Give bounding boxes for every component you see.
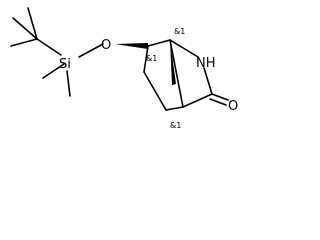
bond-c3-c4-b bbox=[165, 106, 184, 111]
bond-tbu-methyl-3 bbox=[10, 38, 38, 47]
tert-butyl-group bbox=[10, 7, 62, 56]
bond-si-o bbox=[78, 43, 104, 58]
silyl-methyls bbox=[42, 63, 71, 97]
bond-tbu-si bbox=[36, 38, 62, 56]
atom-oxygen-ether: O bbox=[101, 38, 111, 53]
structure-canvas: O Si NH O &1 &1 &1 bbox=[0, 0, 255, 135]
bond-c6-c1 bbox=[147, 39, 171, 47]
bond-c3-c4-a bbox=[182, 93, 213, 108]
atom-oxygen-carbonyl: O bbox=[228, 99, 238, 114]
bond-bridge bbox=[169, 39, 184, 108]
bond-si-methyl-2 bbox=[66, 70, 71, 97]
carbonyl-group bbox=[209, 93, 229, 106]
wedge-bond-o-c bbox=[115, 43, 148, 49]
bond-tbu-methyl-2 bbox=[27, 7, 38, 40]
bond-c5-c4 bbox=[143, 71, 167, 111]
bond-tbu-methyl-1 bbox=[12, 17, 38, 40]
atom-silicon: Si bbox=[59, 57, 71, 72]
bond-c6-c5 bbox=[143, 45, 149, 73]
stereo-label-bridgehead-top: &1 bbox=[174, 27, 185, 36]
bond-c1-n bbox=[169, 39, 199, 58]
atom-nitrogen: NH bbox=[196, 56, 216, 71]
bicyclic-ring bbox=[143, 39, 213, 111]
stereo-label-c-otbs: &1 bbox=[146, 54, 157, 63]
bond-c-o-2 bbox=[209, 98, 227, 106]
bond-si-methyl-1 bbox=[42, 63, 65, 79]
wedge-bridge bbox=[170, 40, 176, 85]
molecule-diagram: O Si NH O &1 &1 &1 bbox=[10, 7, 238, 130]
stereo-label-bridgehead-bottom: &1 bbox=[170, 121, 181, 130]
bond-n-c3 bbox=[203, 67, 213, 95]
bond-c-o-1 bbox=[211, 93, 229, 101]
